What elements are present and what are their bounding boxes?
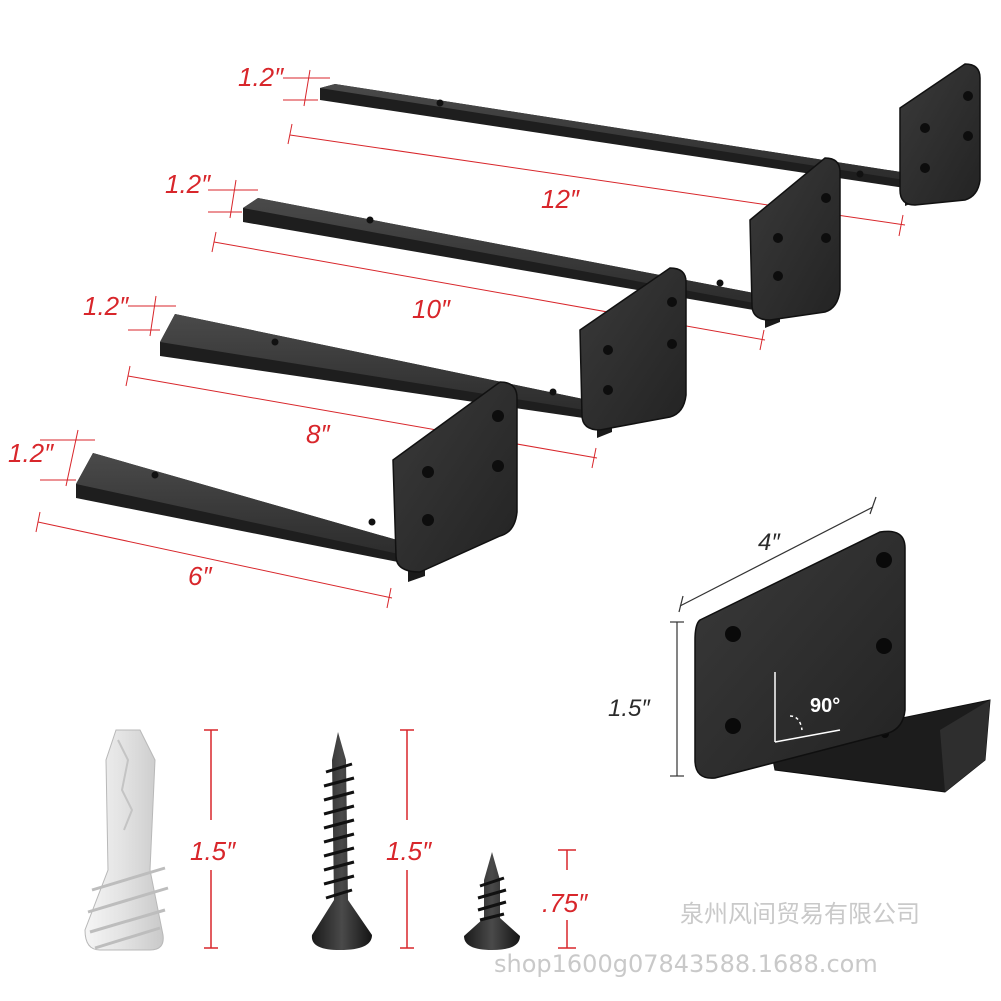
anchor-length-label: 1.5″ — [190, 836, 236, 866]
long-screw: 1.5″ — [311, 729, 432, 950]
bracket-8-width-label: 1.2″ — [83, 291, 129, 321]
bracket-12-length-label: 12″ — [541, 184, 580, 214]
angle-label: 90° — [810, 695, 840, 717]
bracket-10in: 1.2″ 10″ — [165, 157, 841, 351]
drywall-anchor: 1.5″ — [84, 729, 236, 951]
bracket-12-width-label: 1.2″ — [238, 62, 284, 92]
bracket-6in: 1.2″ 6″ — [8, 381, 518, 609]
bracket-6-width-label: 1.2″ — [8, 438, 54, 468]
long-screw-length-label: 1.5″ — [386, 836, 432, 866]
bracket-6-length-label: 6″ — [188, 561, 212, 591]
short-screw: .75″ — [464, 849, 588, 950]
watermark-company: 泉州风间贸易有限公司 — [680, 900, 920, 928]
short-screw-length-label: .75″ — [542, 888, 588, 918]
bracket-10-length-label: 10″ — [412, 294, 451, 324]
bracket-10-width-label: 1.2″ — [165, 169, 211, 199]
bracket-8-length-label: 8″ — [306, 419, 330, 449]
closeup-plate: 90° 4″ 1.5″ — [608, 496, 991, 793]
bracket-12in: 1.2″ 12″ — [238, 62, 981, 237]
bracket-8in: 1.2″ 8″ — [83, 267, 687, 469]
closeup-height-label: 1.5″ — [608, 695, 651, 722]
watermark-shop: shop1600g07843588.1688.com — [494, 950, 878, 978]
closeup-width-label: 4″ — [758, 529, 781, 556]
